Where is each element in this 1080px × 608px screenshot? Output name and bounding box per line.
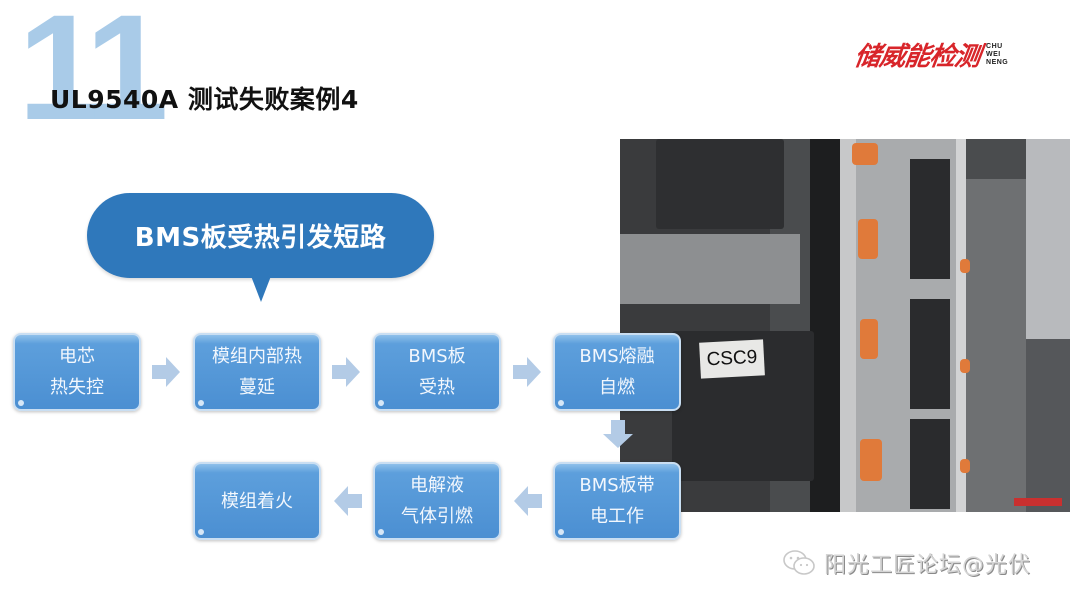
step-line: 蔓延 (239, 377, 275, 398)
arrow-down-icon (603, 420, 633, 448)
brand-logo: 储威能检测 CHU WEI NENG (852, 36, 1008, 73)
arrow-left-icon (334, 486, 362, 516)
footer-watermark: 阳光工匠论坛@光伏 (782, 547, 1031, 579)
logo-line-1: CHU (986, 42, 1003, 50)
battery-rack-photo: CSC9 (620, 139, 1070, 512)
callout-text: BMS板受热引发短路 (134, 223, 387, 253)
flow-step-bms-heated: BMS板 受热 (373, 333, 501, 411)
logo-line-2: WEI (986, 50, 1001, 58)
flow-step-module-propagation: 模组内部热 蔓延 (193, 333, 321, 411)
step-line: BMS板 (408, 346, 466, 367)
arrow-right-icon (152, 357, 180, 387)
csc-label: CSC9 (699, 339, 765, 379)
csc-module-box: CSC9 (672, 331, 814, 481)
arrow-right-icon (332, 357, 360, 387)
step-line: 热失控 (50, 377, 104, 398)
flow-step-module-fire: 模组着火 (193, 462, 321, 540)
step-line: 自燃 (599, 377, 635, 398)
callout-bubble: BMS板受热引发短路 (87, 193, 434, 302)
step-line: 模组内部热 (212, 346, 302, 367)
logo-english-text: CHU WEI NENG (986, 43, 1008, 67)
arrow-right-icon (513, 357, 541, 387)
step-line: 模组着火 (221, 490, 293, 512)
flow-step-bms-powered: BMS板带 电工作 (553, 462, 681, 540)
logo-chinese-text: 储威能检测 (852, 42, 982, 72)
slide-number: 11 (18, 0, 169, 151)
step-line: 电工作 (590, 506, 644, 527)
wechat-icon (783, 550, 815, 575)
step-line: 受热 (419, 377, 455, 398)
flow-step-electrolyte-gas-ignition: 电解液 气体引燃 (373, 462, 501, 540)
step-line: 气体引燃 (401, 506, 473, 527)
step-line: BMS板带 (579, 475, 655, 496)
logo-line-3: NENG (986, 58, 1009, 66)
watermark-text: 阳光工匠论坛@光伏 (824, 553, 1032, 578)
step-line: 电解液 (410, 475, 464, 496)
step-line: BMS熔融 (579, 346, 655, 367)
flow-step-cell-thermal-runaway: 电芯 热失控 (13, 333, 141, 411)
photo-watermark (1014, 498, 1062, 506)
flow-step-bms-melt-ignite: BMS熔融 自燃 (553, 333, 681, 411)
step-line: 电芯 (59, 346, 95, 367)
arrow-left-icon (514, 486, 542, 516)
slide-title: UL9540A 测试失败案例4 (50, 85, 359, 114)
